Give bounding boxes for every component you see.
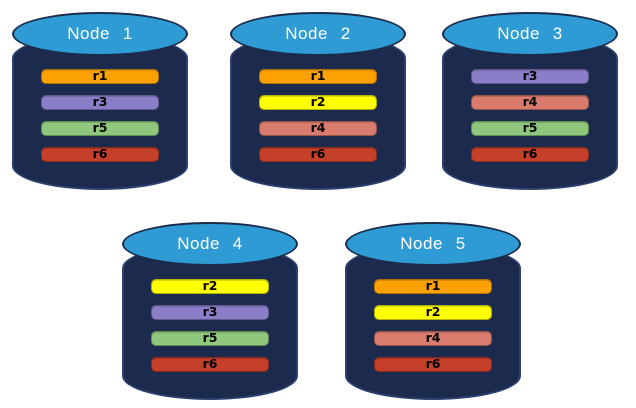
replica-bar: r6 <box>471 147 589 162</box>
replica-bar: r5 <box>41 121 159 136</box>
cylinder-body <box>345 244 521 400</box>
replica-list: r1 r2 r4 r6 <box>259 69 377 162</box>
replica-label: r6 <box>522 146 538 162</box>
replica-label: r4 <box>425 330 441 346</box>
replica-bar: r1 <box>374 279 492 294</box>
replica-bar: r4 <box>259 121 377 136</box>
replica-bar: r5 <box>151 331 269 346</box>
cylinder-top: Node 1 <box>12 12 188 56</box>
node-title: Node 4 <box>177 234 243 253</box>
cylinder-top: Node 4 <box>122 222 298 266</box>
node-cylinder-4: Node 4 r2 r3 r5 r6 <box>122 222 298 400</box>
replica-bar: r3 <box>151 305 269 320</box>
replica-label: r6 <box>92 146 108 162</box>
cylinder-body <box>230 34 406 190</box>
cylinder-body <box>122 244 298 400</box>
replica-bar: r6 <box>151 357 269 372</box>
replica-label: r6 <box>202 356 218 372</box>
replica-bar: r6 <box>259 147 377 162</box>
replica-label: r6 <box>425 356 441 372</box>
replica-bar: r3 <box>471 69 589 84</box>
node-title: Node 5 <box>400 234 466 253</box>
node-title: Node 1 <box>67 24 133 43</box>
replica-label: r1 <box>310 68 326 84</box>
node-cylinder-2: Node 2 r1 r2 r4 r6 <box>230 12 406 190</box>
replica-label: r1 <box>425 278 441 294</box>
replica-list: r3 r4 r5 r6 <box>471 69 589 162</box>
replica-list: r1 r3 r5 r6 <box>41 69 159 162</box>
replica-label: r6 <box>310 146 326 162</box>
replica-bar: r2 <box>374 305 492 320</box>
replica-bar: r5 <box>471 121 589 136</box>
node-title: Node 3 <box>497 24 563 43</box>
cylinder-body <box>442 34 618 190</box>
cylinder-top: Node 2 <box>230 12 406 56</box>
replica-list: r1 r2 r4 r6 <box>374 279 492 372</box>
replica-label: r1 <box>92 68 108 84</box>
node-title: Node 2 <box>285 24 351 43</box>
replica-label: r5 <box>92 120 108 136</box>
replica-label: r4 <box>310 120 326 136</box>
replica-label: r3 <box>92 94 108 110</box>
replica-label: r2 <box>202 278 218 294</box>
replica-bar: r4 <box>471 95 589 110</box>
cylinder-top: Node 5 <box>345 222 521 266</box>
replica-bar: r1 <box>41 69 159 84</box>
replica-bar: r2 <box>151 279 269 294</box>
node-cylinder-1: Node 1 r1 r3 r5 r6 <box>12 12 188 190</box>
replica-label: r3 <box>202 304 218 320</box>
replica-bar: r4 <box>374 331 492 346</box>
node-cylinder-3: Node 3 r3 r4 r5 r6 <box>442 12 618 190</box>
replica-label: r2 <box>310 94 326 110</box>
cylinder-top: Node 3 <box>442 12 618 56</box>
replica-bar: r1 <box>259 69 377 84</box>
replica-bar: r3 <box>41 95 159 110</box>
replica-label: r5 <box>202 330 218 346</box>
replica-label: r3 <box>522 68 538 84</box>
replica-bar: r2 <box>259 95 377 110</box>
replica-label: r5 <box>522 120 538 136</box>
replica-label: r4 <box>522 94 538 110</box>
replica-bar: r6 <box>41 147 159 162</box>
replica-list: r2 r3 r5 r6 <box>151 279 269 372</box>
replica-label: r2 <box>425 304 441 320</box>
replica-bar: r6 <box>374 357 492 372</box>
node-cylinder-5: Node 5 r1 r2 r4 r6 <box>345 222 521 400</box>
